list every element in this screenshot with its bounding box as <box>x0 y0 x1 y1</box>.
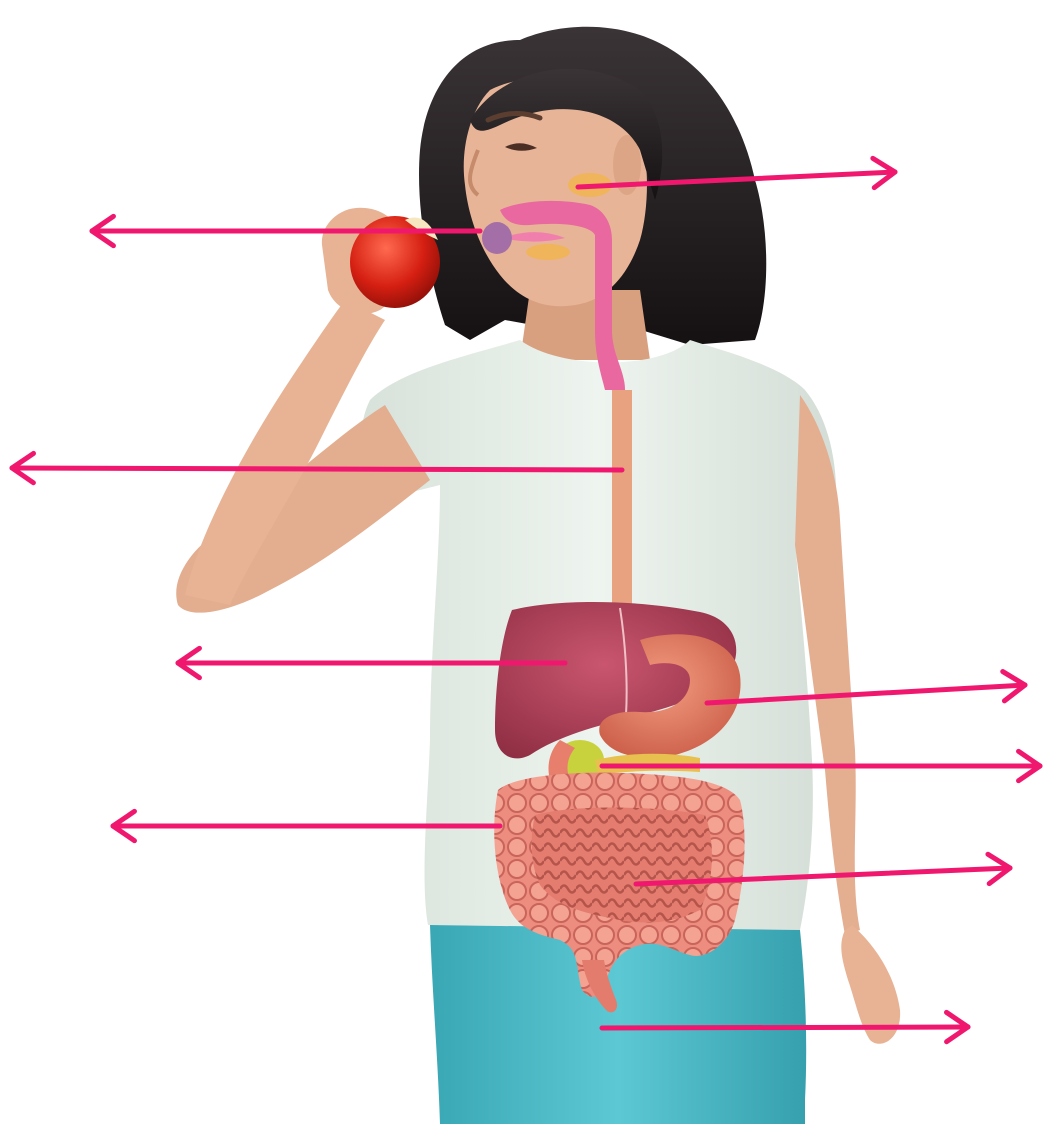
submandibular-gland <box>526 244 570 260</box>
arrow-shaft <box>12 468 622 470</box>
arrow-shaft <box>602 1027 968 1028</box>
mouth-cavity <box>482 222 512 254</box>
esophagus <box>612 390 632 620</box>
